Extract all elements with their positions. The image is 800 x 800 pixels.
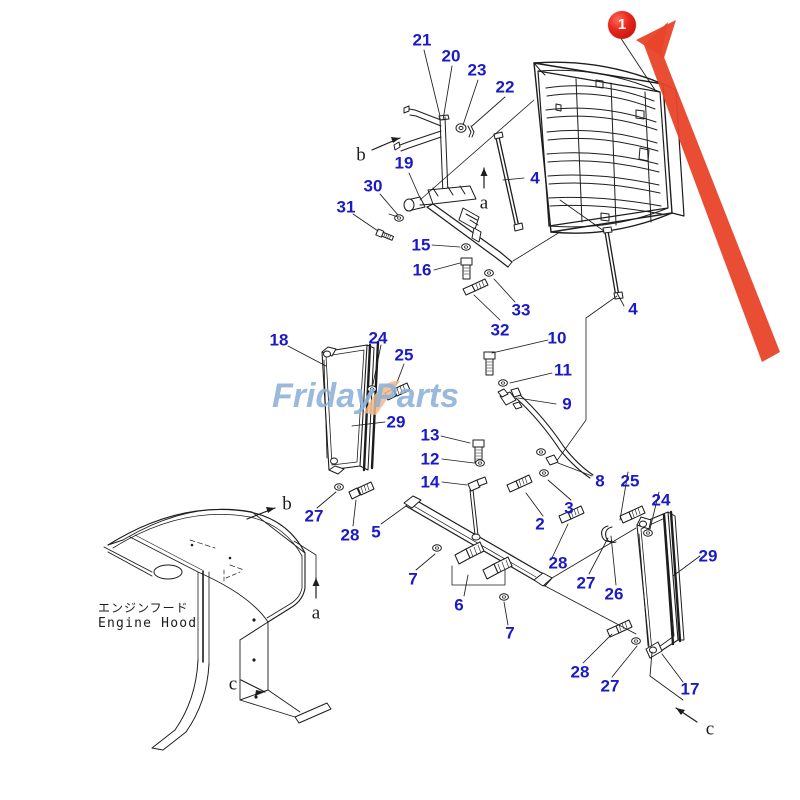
part-number-label: 24 [368, 328, 388, 348]
part-number-label: 33 [511, 300, 531, 320]
part-number-label: 18 [269, 330, 289, 350]
part-number-label: 25 [394, 345, 414, 365]
part-number-label: 21 [412, 30, 432, 50]
part-number-label: 4 [530, 168, 540, 188]
highlight-badge-label: 1 [617, 16, 627, 33]
section-arrows [240, 137, 698, 723]
engine-hood [103, 508, 332, 751]
hood-hinge-linkage [393, 99, 624, 463]
part-number-label: 23 [467, 60, 487, 80]
front-grille-panel [533, 61, 685, 234]
release-cable-assembly [483, 351, 594, 479]
part-number-label: 8 [595, 471, 605, 491]
part-number-label: 27 [304, 506, 324, 526]
section-letter-marker: b [282, 493, 292, 515]
highlight-arrow [636, 20, 780, 362]
part-number-label: 27 [576, 573, 596, 593]
part-number-label: 20 [441, 46, 461, 66]
lower-cross-member [403, 439, 585, 601]
part-number-label: 4 [628, 299, 638, 319]
part-number-label: 3 [564, 498, 574, 518]
part-number-label: 24 [651, 490, 671, 510]
part-number-label: 6 [454, 595, 464, 615]
part-number-label: 5 [371, 522, 381, 542]
part-number-label: 19 [394, 153, 414, 173]
part-number-label: 26 [604, 584, 624, 604]
section-letter-marker: a [479, 192, 489, 214]
section-letter-marker: a [311, 602, 321, 624]
part-number-label: 11 [554, 360, 572, 380]
section-letter-marker: b [356, 144, 366, 166]
part-number-label: 2 [535, 514, 545, 534]
part-number-label: 7 [505, 623, 515, 643]
left-side-panel [321, 340, 411, 500]
part-number-label: 32 [490, 320, 510, 340]
engine-hood-caption-english: Engine Hood [98, 616, 198, 631]
part-number-label: 13 [420, 425, 440, 445]
part-number-label: 7 [408, 569, 418, 589]
part-number-label: 16 [412, 260, 432, 280]
part-number-label: 12 [420, 449, 440, 469]
part-number-label: 29 [386, 412, 406, 432]
top-fasteners [375, 213, 494, 296]
highlight-badge: 1 [608, 11, 636, 39]
part-number-label: 27 [600, 676, 620, 696]
part-number-label: 28 [570, 662, 590, 682]
part-number-label: 14 [420, 472, 440, 492]
part-number-label: 22 [495, 77, 515, 97]
part-number-label: 10 [547, 328, 567, 348]
part-number-label: 29 [698, 546, 718, 566]
part-number-label: 30 [363, 176, 383, 196]
engine-hood-caption-japanese: エンジンフード [98, 601, 189, 615]
part-number-label: 25 [620, 471, 640, 491]
part-number-label: 28 [340, 525, 360, 545]
engine-hood-caption: エンジンフード Engine Hood [98, 601, 197, 631]
part-number-label: 17 [680, 679, 700, 699]
part-number-label: 9 [562, 394, 572, 414]
section-letter-marker: c [228, 673, 238, 695]
right-side-panel [544, 505, 685, 701]
part-number-label: 31 [336, 197, 356, 217]
part-number-label: 15 [411, 235, 431, 255]
part-number-label: 28 [548, 553, 568, 573]
section-letter-marker: c [705, 718, 715, 740]
